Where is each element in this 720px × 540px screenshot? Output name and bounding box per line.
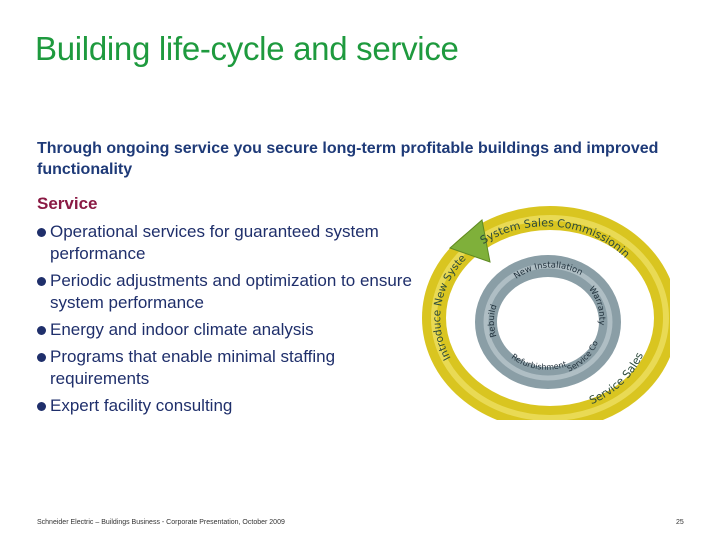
bullet-dot-icon — [37, 228, 46, 237]
footer-text: Schneider Electric – Buildings Business … — [37, 519, 285, 526]
bullet-text: Expert facility consulting — [50, 396, 233, 415]
bullet-text: Operational services for guaranteed syst… — [50, 222, 379, 263]
bullet-text: Periodic adjustments and optimization to… — [50, 271, 412, 312]
lifecycle-diagram: System Sales Commissioning Introduce New… — [420, 200, 670, 420]
bullet-item: Operational services for guaranteed syst… — [37, 221, 417, 265]
bullet-item: Programs that enable minimal staffing re… — [37, 346, 417, 390]
bullet-dot-icon — [37, 402, 46, 411]
bullet-text: Energy and indoor climate analysis — [50, 320, 314, 339]
label-rebuild: Rebuild — [487, 303, 500, 338]
bullet-dot-icon — [37, 326, 46, 335]
page-number: 25 — [676, 519, 684, 526]
outer-ring-highlight — [431, 215, 669, 420]
bullet-text: Programs that enable minimal staffing re… — [50, 347, 336, 388]
bullet-item: Energy and indoor climate analysis — [37, 319, 417, 341]
section-heading-service: Service — [37, 194, 98, 213]
bullet-dot-icon — [37, 277, 46, 286]
slide-title: Building life-cycle and service — [35, 30, 459, 67]
bullet-item: Expert facility consulting — [37, 395, 417, 417]
bullet-dot-icon — [37, 353, 46, 362]
inner-center — [500, 280, 596, 364]
bullet-item: Periodic adjustments and optimization to… — [37, 270, 417, 314]
slide-subtitle: Through ongoing service you secure long-… — [37, 140, 659, 178]
inner-ring-light — [483, 263, 613, 381]
service-bullet-list: Operational services for guaranteed syst… — [37, 221, 417, 422]
cycle-arrow-icon — [449, 219, 491, 263]
